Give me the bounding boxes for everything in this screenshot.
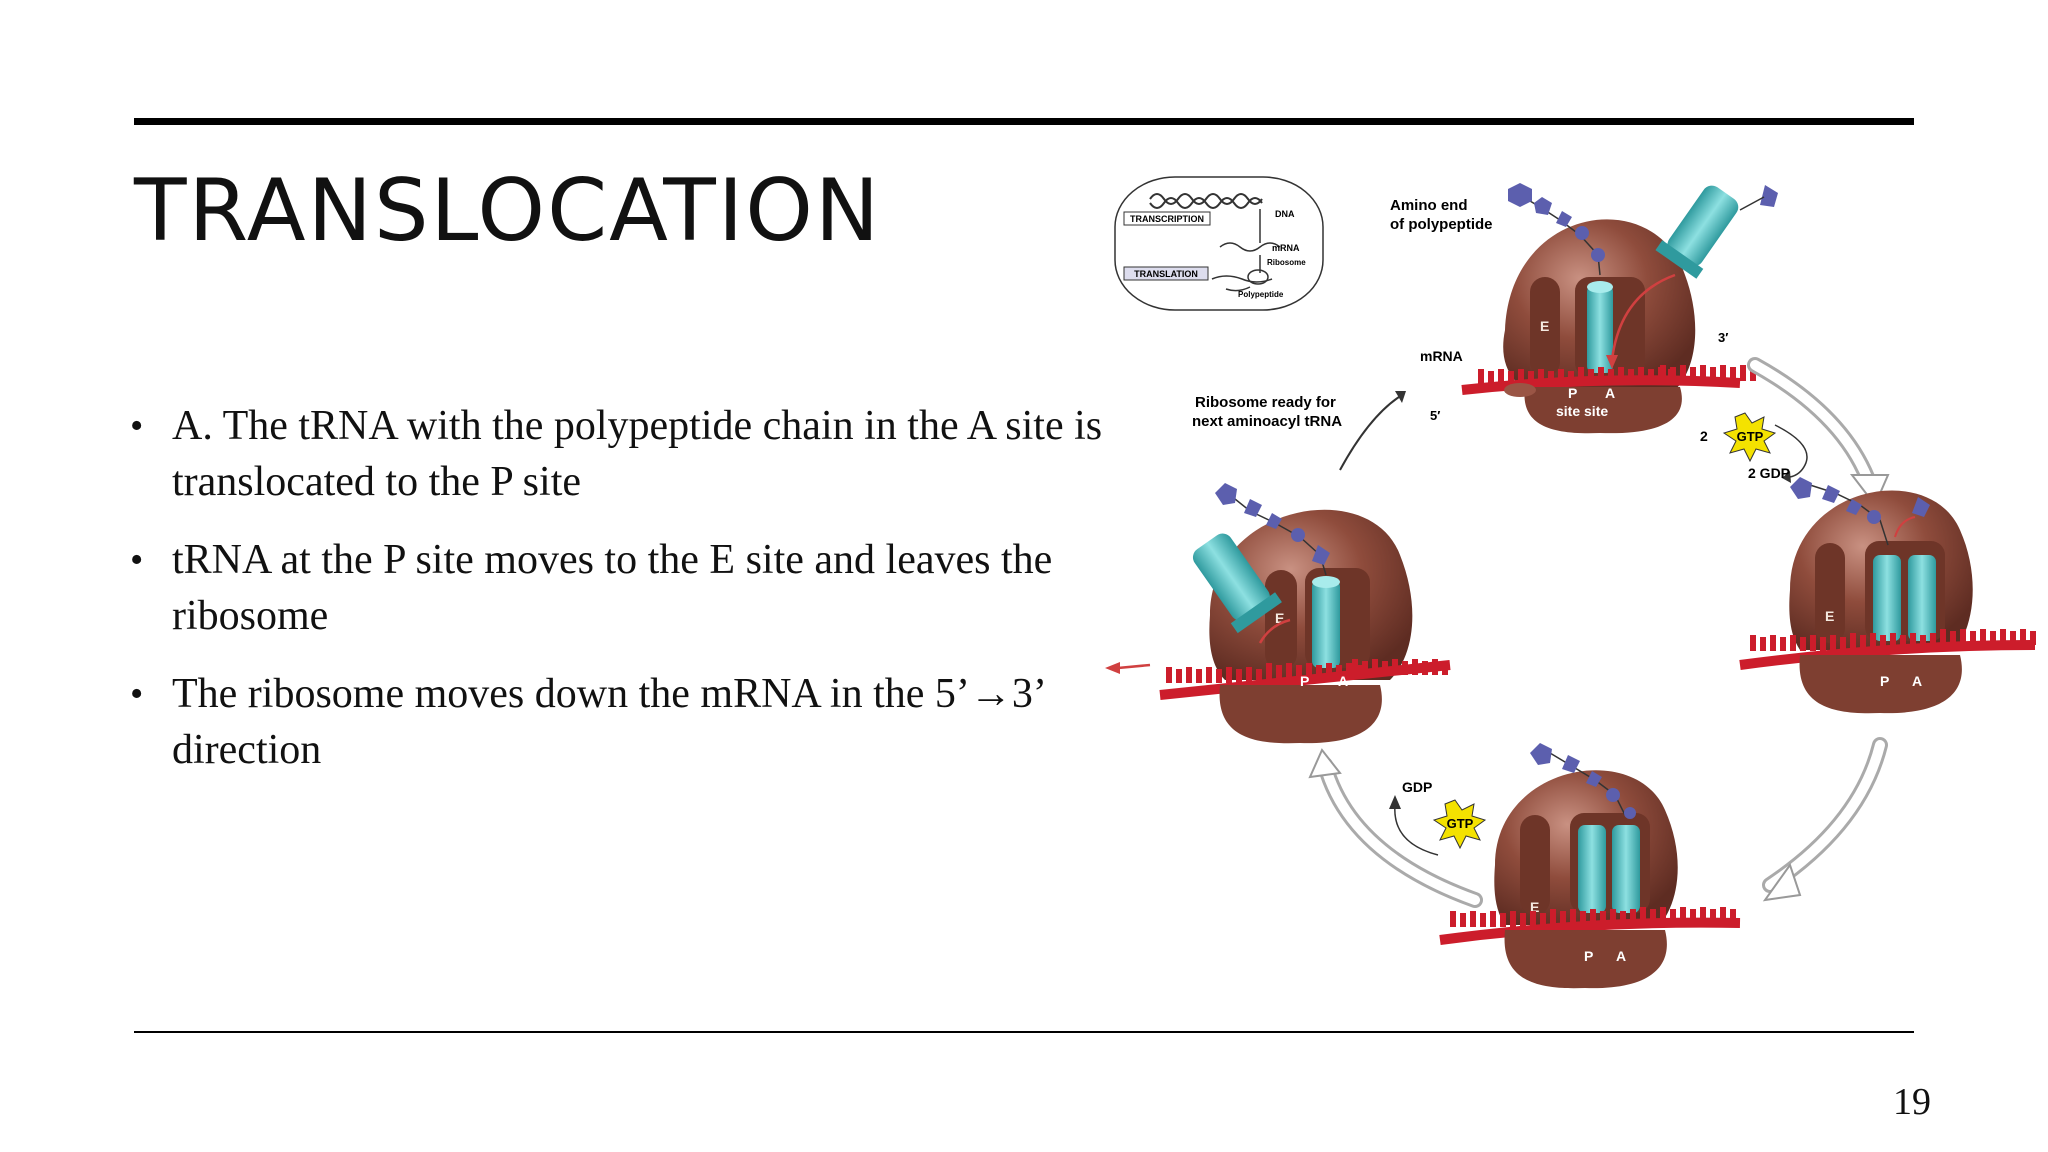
bullet-dot-icon: • bbox=[130, 539, 144, 581]
inset-polypeptide-label: Polypeptide bbox=[1238, 290, 1284, 299]
gdp-label: GDP bbox=[1402, 779, 1432, 795]
inset-mrna-label: mRNA bbox=[1272, 243, 1300, 253]
translocation-diagram: TRANSCRIPTION DNA mRNA Ribosome TRANSLAT… bbox=[1105, 176, 2036, 989]
e-site-label: E bbox=[1540, 318, 1549, 334]
ribosome-ready-label-2: next aminoacyl tRNA bbox=[1192, 413, 1342, 430]
p-site-label: P bbox=[1300, 673, 1309, 689]
gtp-label-top: GTP bbox=[1737, 429, 1764, 444]
inset-translation-label: TRANSLATION bbox=[1134, 269, 1198, 279]
bullet-text: The ribosome moves down the mRNA in the … bbox=[172, 671, 1044, 773]
bullet-text: A. The tRNA with the polypeptide chain i… bbox=[172, 403, 1103, 505]
ribosome-ready-label-1: Ribosome ready for bbox=[1195, 394, 1336, 411]
site-site-label: site site bbox=[1556, 403, 1608, 419]
inset-dna-label: DNA bbox=[1275, 209, 1295, 219]
ribosome-bottom: E P A bbox=[1439, 743, 1741, 989]
ribosome-right: E P A bbox=[1739, 477, 2036, 714]
a-site-label-top: A bbox=[1605, 385, 1615, 401]
bottom-rule bbox=[134, 1031, 1914, 1033]
mrna-label: mRNA bbox=[1420, 348, 1463, 364]
a-site-label: A bbox=[1616, 948, 1626, 964]
p-site-label-top: P bbox=[1568, 385, 1577, 401]
bullet-item: • tRNA at the P site moves to the E site … bbox=[130, 532, 1110, 644]
a-site-label: A bbox=[1338, 673, 1348, 689]
inset-ribosome-label: Ribosome bbox=[1267, 258, 1306, 267]
central-dogma-inset: TRANSCRIPTION DNA mRNA Ribosome TRANSLAT… bbox=[1114, 176, 1324, 311]
three-prime-label: 3′ bbox=[1718, 330, 1728, 345]
page-number: 19 bbox=[1893, 1081, 1931, 1123]
p-site-label: P bbox=[1880, 673, 1889, 689]
p-site-label: P bbox=[1584, 948, 1593, 964]
bullet-text: tRNA at the P site moves to the E site a… bbox=[172, 537, 1053, 639]
bullet-dot-icon: • bbox=[130, 405, 144, 447]
amino-end-label-2: of polypeptide bbox=[1390, 216, 1493, 233]
top-rule bbox=[134, 118, 1914, 125]
ribosome-top: E P A site site Amino end of polypeptide… bbox=[1390, 183, 1778, 434]
five-prime-label: 5′ bbox=[1430, 408, 1440, 423]
e-site-label: E bbox=[1275, 610, 1284, 626]
bullet-list: • A. The tRNA with the polypeptide chain … bbox=[130, 398, 1110, 800]
ribosome-left: E P A bbox=[1105, 483, 1451, 744]
two-gdp-label: 2 GDP bbox=[1748, 465, 1790, 481]
amino-end-label-1: Amino end bbox=[1390, 197, 1468, 214]
e-site-label: E bbox=[1530, 899, 1539, 915]
e-site-label: E bbox=[1825, 608, 1834, 624]
gtp-label-bottom: GTP bbox=[1447, 816, 1474, 831]
bullet-item: • The ribosome moves down the mRNA in the… bbox=[130, 666, 1110, 778]
a-site-label: A bbox=[1912, 673, 1922, 689]
slide-title: TRANSLOCATION bbox=[134, 161, 882, 261]
inset-transcription-label: TRANSCRIPTION bbox=[1130, 214, 1204, 224]
bullet-item: • A. The tRNA with the polypeptide chain … bbox=[130, 398, 1110, 510]
bullet-dot-icon: • bbox=[130, 673, 144, 715]
two-gtp-prefix: 2 bbox=[1700, 428, 1708, 444]
